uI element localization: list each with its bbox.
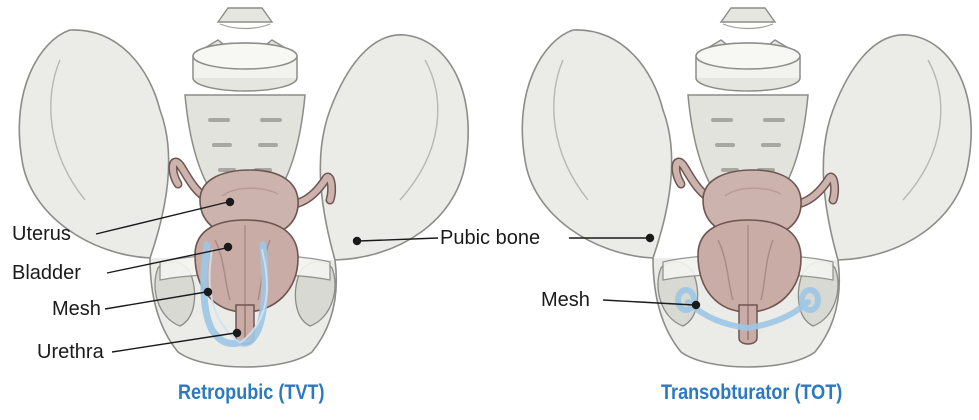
label-bladder: Bladder: [12, 263, 81, 283]
caption-transobturator: Transobturator (TOT): [661, 382, 842, 403]
label-urethra: Urethra: [37, 342, 104, 362]
right-pelvis-illustration: [522, 8, 971, 367]
caption-retropubic: Retropubic (TVT): [178, 382, 324, 403]
label-mesh-left: Mesh: [52, 299, 101, 319]
label-uterus: Uterus: [12, 224, 71, 244]
label-mesh-right: Mesh: [541, 290, 590, 310]
label-pubic-bone: Pubic bone: [440, 228, 540, 248]
